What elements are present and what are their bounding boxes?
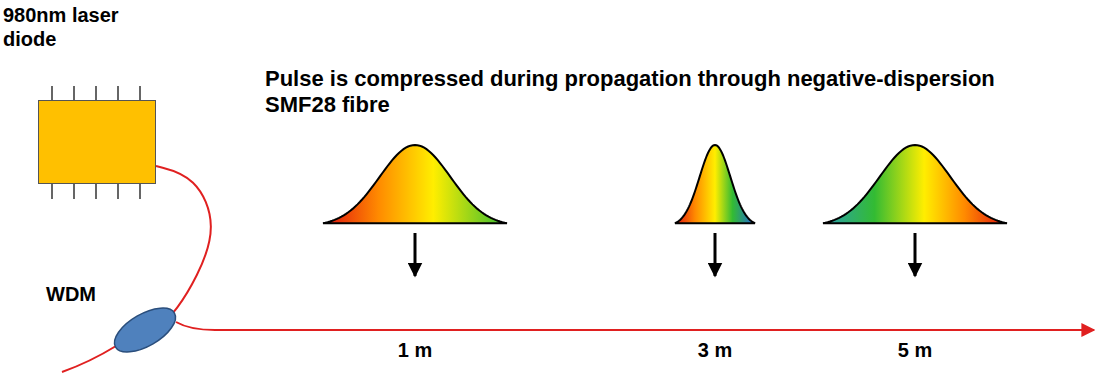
pin: [139, 184, 141, 199]
distance-label: 5 m: [898, 338, 932, 362]
wdm-shape: [108, 308, 182, 352]
down-arrow: [914, 233, 917, 276]
node-label: 980nm laser diode: [3, 3, 153, 51]
distance-label: 3 m: [698, 338, 732, 362]
pulse: [675, 145, 755, 223]
down-arrow: [414, 233, 417, 276]
distance-label: 1 m: [398, 338, 432, 362]
pin: [73, 184, 75, 199]
output-fibre: [176, 322, 1094, 330]
pin: [73, 86, 75, 101]
title: Pulse is compressed during propagation t…: [265, 66, 1055, 119]
down-arrow: [714, 233, 717, 276]
optical-fibre: [156, 166, 211, 318]
pulse: [823, 145, 1007, 223]
pin: [95, 86, 97, 101]
pulse: [323, 145, 507, 223]
wdm-coupler: WDM: [108, 308, 182, 352]
pin: [51, 86, 53, 101]
pin: [139, 86, 141, 101]
pin: [95, 184, 97, 199]
pin: [117, 184, 119, 199]
pin: [117, 86, 119, 101]
pin: [51, 184, 53, 199]
laser-diode: 980nm laser diode: [38, 100, 156, 184]
node-label: WDM: [46, 282, 126, 306]
input-fibre: [62, 346, 116, 372]
